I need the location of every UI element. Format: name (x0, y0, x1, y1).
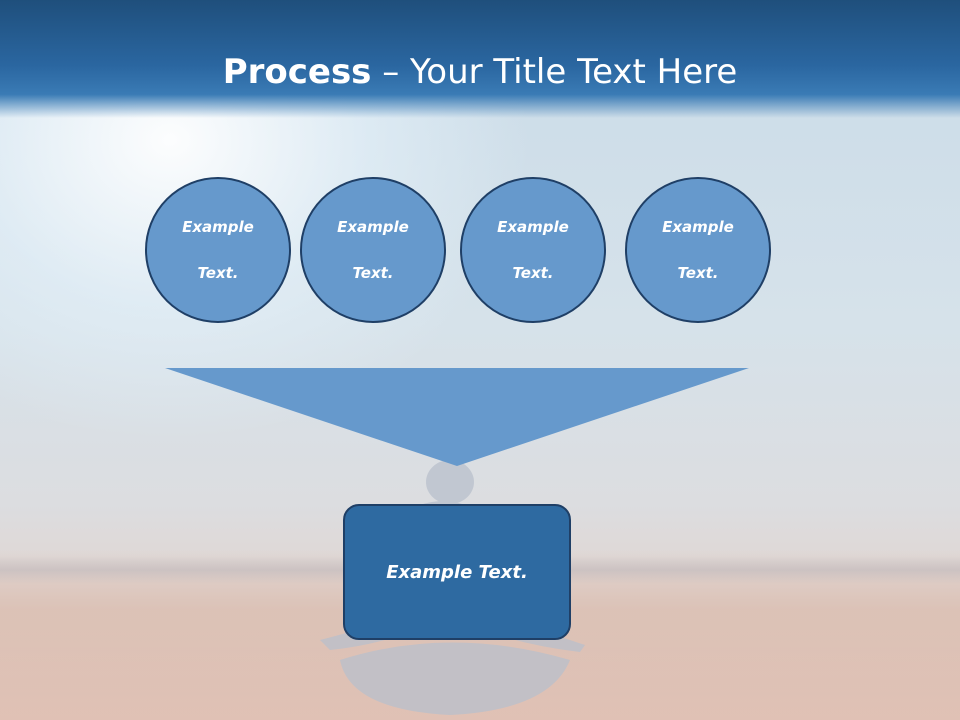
circle-1-line2: Text. (197, 263, 239, 282)
result-box-text: Example Text. (386, 561, 528, 583)
circle-4-line1: Example (662, 217, 734, 236)
title-bold-part: Process (222, 52, 372, 92)
circle-3-line1: Example (497, 217, 569, 236)
slide-title: Process – Your Title Text Here (0, 52, 960, 92)
title-bar (0, 0, 960, 118)
circle-2-line1: Example (337, 217, 409, 236)
title-text-part: – Your Title Text Here (371, 52, 738, 92)
circle-1-line1: Example (182, 217, 254, 236)
circle-3-line2: Text. (512, 263, 554, 282)
circle-2-line2: Text. (352, 263, 394, 282)
funnel-triangle[interactable] (165, 368, 749, 468)
circle-4-line2: Text. (677, 263, 719, 282)
result-box[interactable]: Example Text. (343, 504, 571, 640)
